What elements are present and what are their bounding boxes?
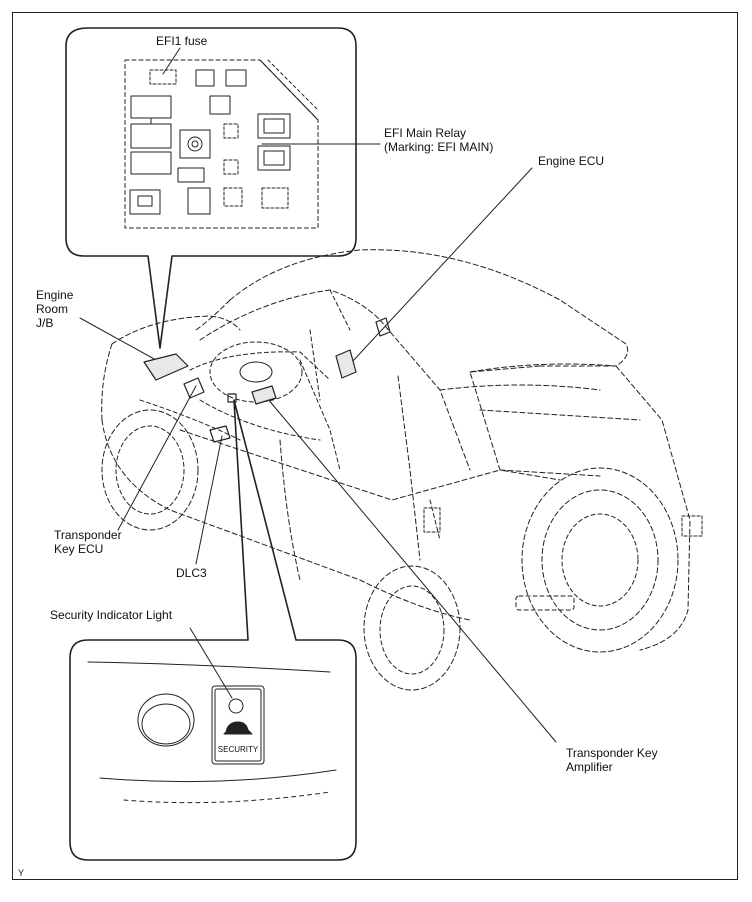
components [143, 317, 391, 443]
label-engine-room-jb-line3: J/B [36, 316, 54, 330]
diagram-frame [12, 12, 738, 880]
indicator-callout [69, 399, 357, 861]
label-dlc3: DLC3 [176, 566, 207, 580]
fusebox-callout [65, 27, 357, 349]
vehicle-outline [101, 249, 703, 691]
label-engine-room-jb-line1: Engine [36, 288, 74, 302]
label-efi1-fuse: EFI1 fuse [156, 34, 208, 48]
label-efi-main-relay-marking: (Marking: EFI MAIN) [384, 140, 494, 154]
indicator-detail [87, 661, 337, 804]
security-badge-label: SECURITY [218, 745, 259, 754]
label-security-indicator-light: Security Indicator Light [50, 608, 173, 622]
label-transponder-key-amplifier-line1: Transponder Key [566, 746, 658, 760]
label-efi-main-relay: EFI Main Relay [384, 126, 467, 140]
fusebox-detail [124, 59, 319, 229]
label-transponder-key-amplifier-line2: Amplifier [566, 760, 613, 774]
label-engine-room-jb-line2: Room [36, 302, 69, 316]
label-transponder-key-ecu-line1: Transponder [54, 528, 122, 542]
label-engine-ecu: Engine ECU [538, 154, 605, 168]
label-transponder-key-ecu-line2: Key ECU [54, 542, 104, 556]
corner-mark: Y [18, 868, 25, 878]
security-badge-text: SECURITY [218, 745, 259, 754]
